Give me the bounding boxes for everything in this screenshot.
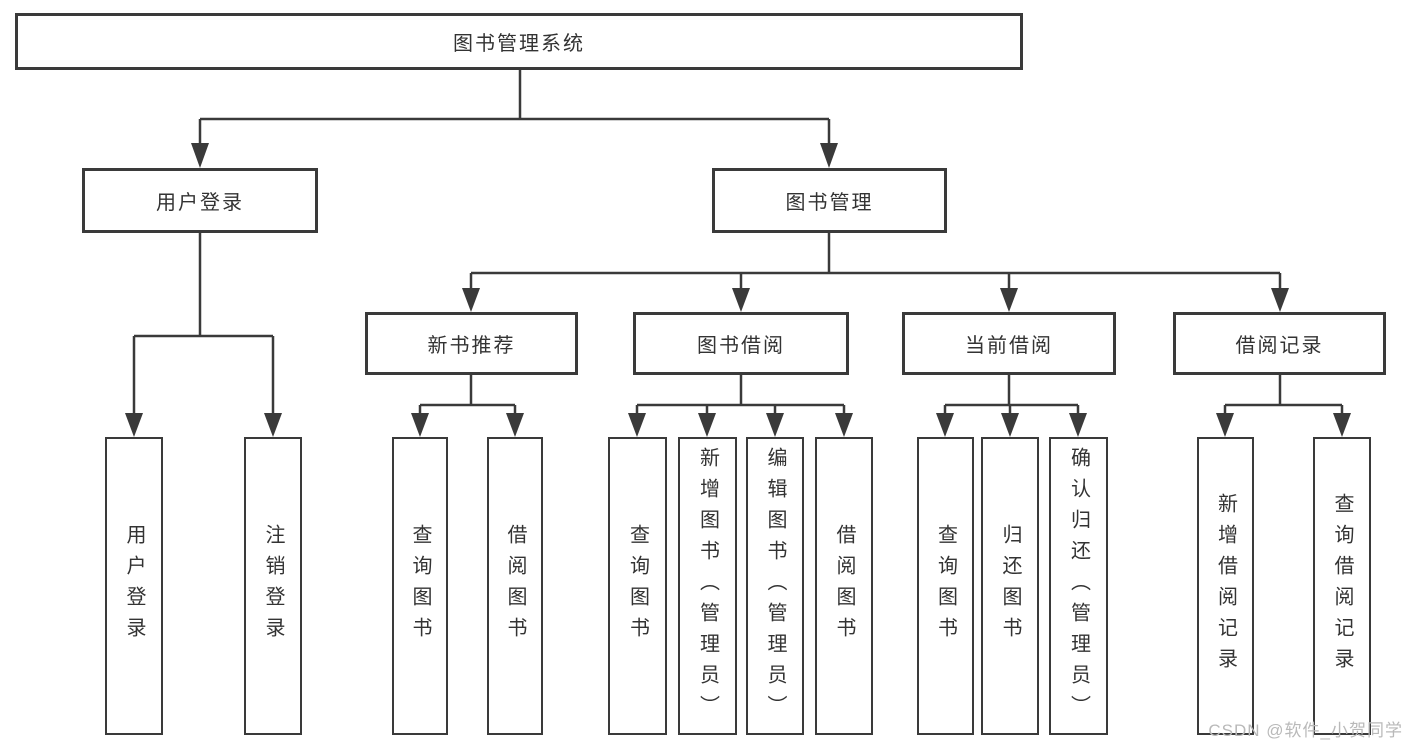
node-leaf-edit-books-admin: 编辑图书（管理员）: [746, 437, 804, 735]
node-current-borrowing-label: 当前借阅: [965, 335, 1053, 357]
node-leaf-query-borrow-record-label: 查询借阅记录: [1331, 493, 1353, 679]
node-leaf-query-books-3-label: 查询图书: [934, 524, 957, 648]
node-leaf-query-borrow-record: 查询借阅记录: [1313, 437, 1371, 735]
node-book-management-label: 图书管理: [785, 192, 874, 214]
node-leaf-add-books-admin: 新增图书（管理员）: [678, 437, 737, 735]
node-book-management: 图书管理: [712, 168, 947, 233]
node-leaf-query-books-3: 查询图书: [917, 437, 974, 735]
connector-current-borrow: [943, 375, 1080, 414]
node-leaf-confirm-return-admin: 确认归还（管理员）: [1049, 437, 1108, 735]
node-leaf-borrow-books-2: 借阅图书: [815, 437, 873, 735]
node-leaf-logout: 注销登录: [244, 437, 302, 735]
node-leaf-query-books-2: 查询图书: [608, 437, 667, 735]
node-leaf-confirm-return-admin-label: 确认归还（管理员）: [1067, 446, 1090, 726]
node-current-borrowing: 当前借阅: [902, 312, 1116, 375]
node-leaf-borrow-books-1-label: 借阅图书: [504, 524, 526, 648]
node-leaf-add-books-admin-label: 新增图书（管理员）: [696, 446, 719, 726]
arrowheads: [125, 143, 1351, 437]
node-root: 图书管理系统: [15, 13, 1023, 70]
node-new-book-recommend-label: 新书推荐: [427, 335, 516, 357]
connector-borrow-record: [1223, 375, 1344, 414]
node-leaf-borrow-books-2-label: 借阅图书: [833, 524, 855, 648]
connector-root: [198, 70, 831, 145]
node-leaf-query-books-1-label: 查询图书: [409, 524, 431, 648]
node-leaf-logout-label: 注销登录: [262, 524, 284, 648]
node-leaf-add-borrow-record-label: 新增借阅记录: [1214, 493, 1237, 679]
node-user-login-label: 用户登录: [156, 192, 244, 214]
node-user-login: 用户登录: [82, 168, 318, 233]
connector-book-borrow: [635, 375, 846, 414]
node-book-borrowing: 图书借阅: [633, 312, 849, 375]
node-leaf-user-login: 用户登录: [105, 437, 163, 735]
connector-book-mgmt: [469, 233, 1282, 289]
node-borrowing-records: 借阅记录: [1173, 312, 1386, 375]
node-root-label: 图书管理系统: [453, 33, 585, 55]
node-leaf-return-books: 归还图书: [981, 437, 1039, 735]
node-leaf-query-books-2-label: 查询图书: [626, 524, 649, 648]
node-leaf-add-borrow-record: 新增借阅记录: [1197, 437, 1254, 735]
node-borrowing-records-label: 借阅记录: [1235, 335, 1324, 357]
csdn-watermark: CSDN @软件_小贺同学: [1208, 721, 1403, 740]
connector-user-login: [132, 233, 275, 414]
node-book-borrowing-label: 图书借阅: [697, 335, 785, 357]
connector-new-book: [418, 375, 517, 414]
node-leaf-edit-books-admin-label: 编辑图书（管理员）: [764, 446, 786, 726]
node-leaf-return-books-label: 归还图书: [999, 524, 1021, 648]
node-new-book-recommend: 新书推荐: [365, 312, 578, 375]
node-leaf-user-login-label: 用户登录: [123, 524, 145, 648]
node-leaf-borrow-books-1: 借阅图书: [487, 437, 543, 735]
node-leaf-query-books-1: 查询图书: [392, 437, 448, 735]
